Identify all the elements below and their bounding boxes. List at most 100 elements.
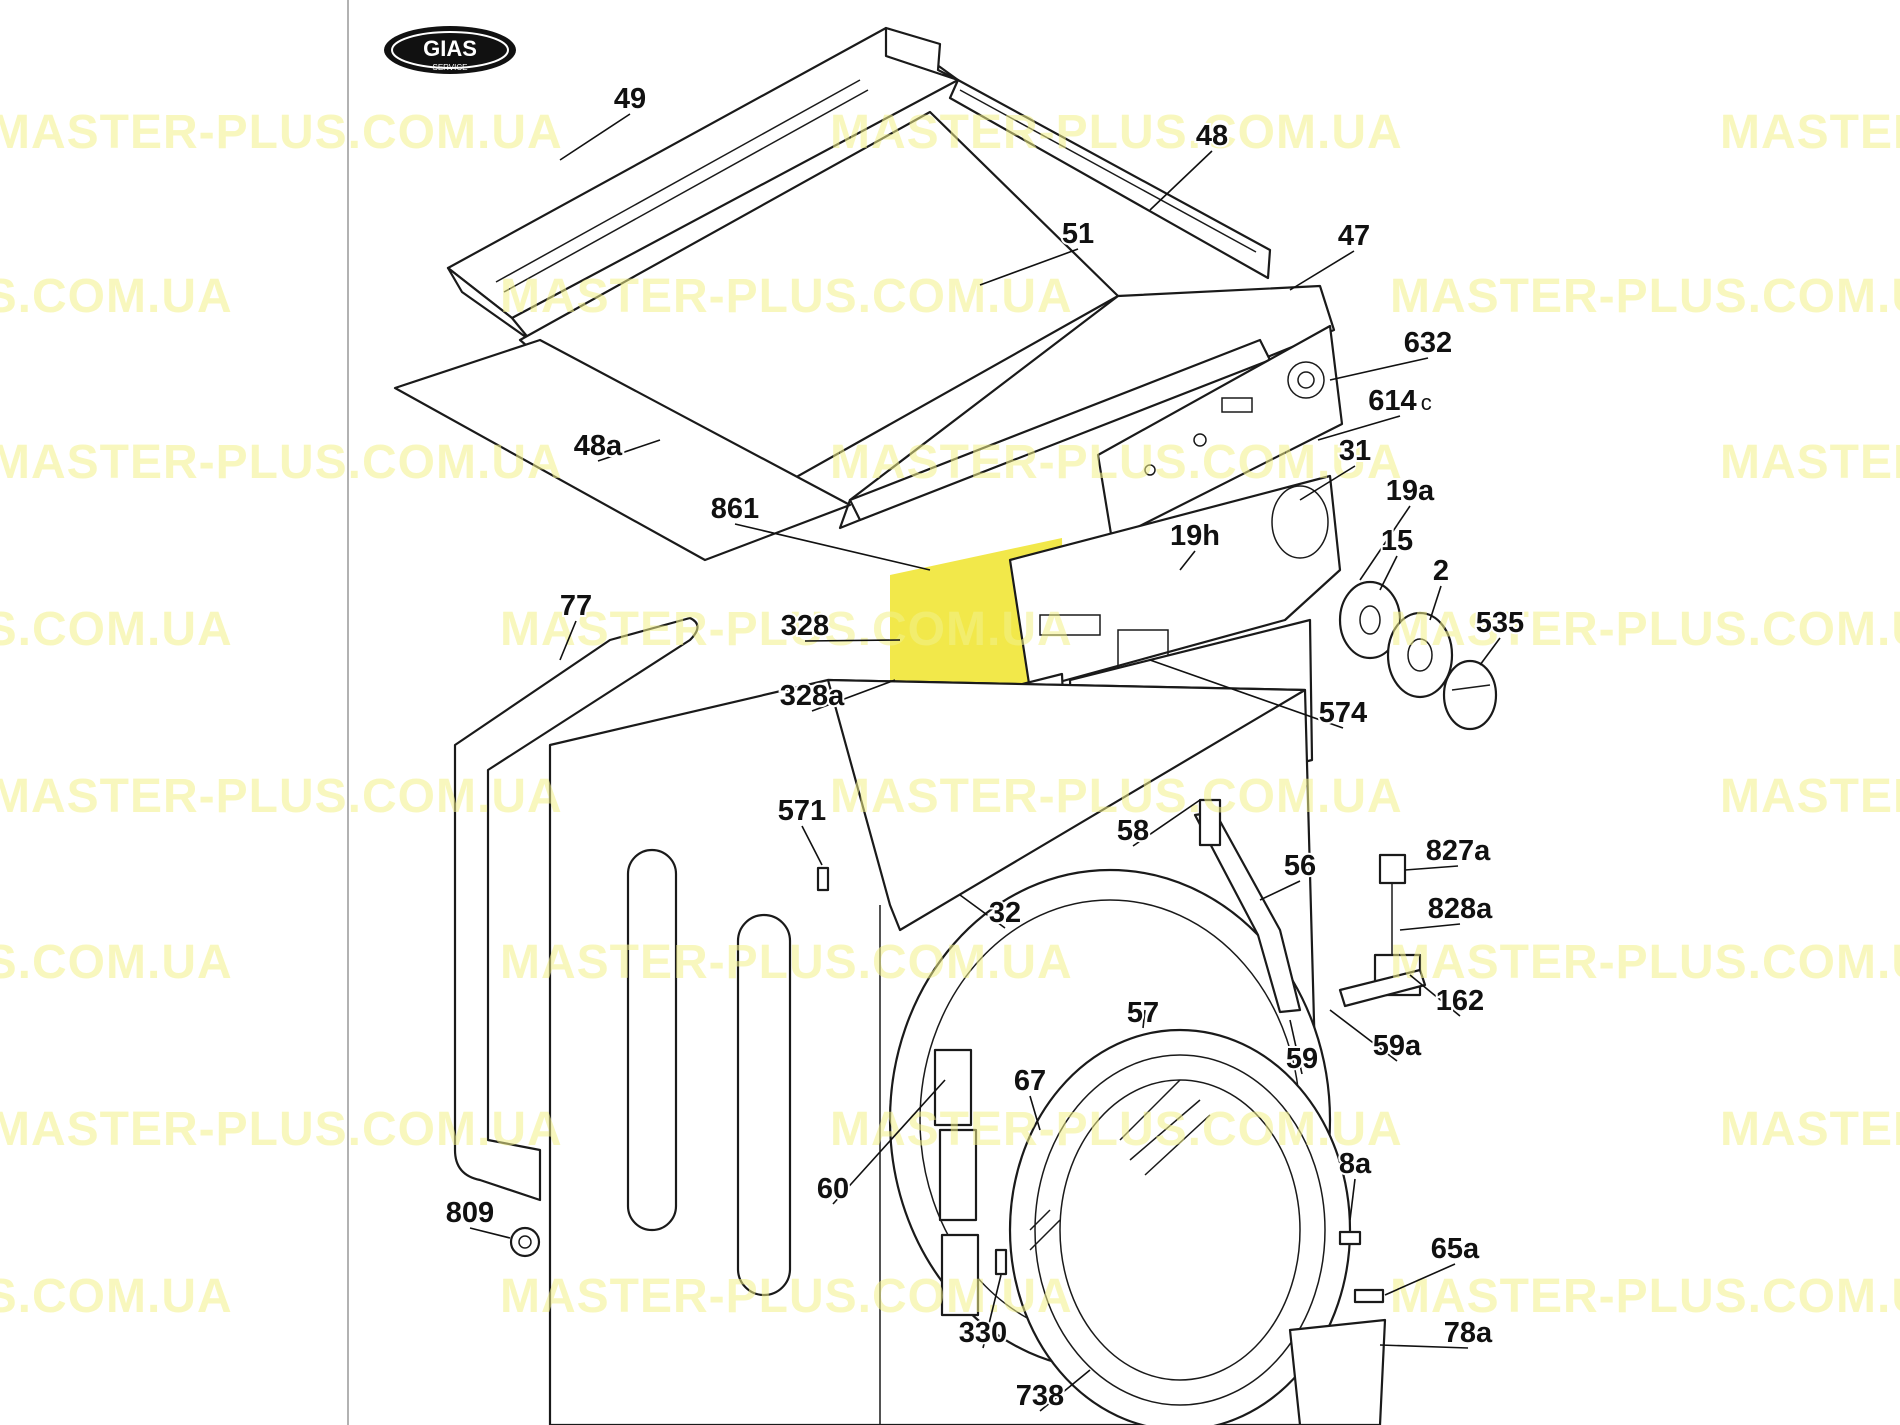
part-label-19a: 19a	[1386, 475, 1435, 507]
part-571-screw	[816, 866, 830, 892]
part-label-828a: 828a	[1428, 893, 1493, 925]
watermark-text: MASTER-PLUS.COM.UA	[1390, 270, 1900, 323]
door-lock	[1338, 853, 1427, 1008]
part-label-51: 51	[1062, 218, 1094, 250]
leader-line-15	[1379, 555, 1398, 591]
part-809-cap	[509, 1226, 541, 1258]
part-label-47: 47	[1338, 220, 1370, 252]
leader-line-162	[1409, 974, 1461, 1017]
part-label-330: 330	[959, 1317, 1007, 1349]
part-58	[1198, 798, 1222, 847]
leader-line-614	[1317, 415, 1401, 441]
watermark-text: MASTER-PLUS.COM.UA	[830, 106, 1403, 159]
part-label-632: 632	[1404, 327, 1452, 359]
part-label-2: 2	[1433, 555, 1449, 587]
gasket-77	[453, 616, 699, 1202]
leader-line-574	[1149, 659, 1344, 729]
hinges	[933, 1048, 980, 1317]
part-65a	[1353, 1288, 1385, 1304]
leader-line-51	[979, 248, 1079, 286]
part-label-827a: 827a	[1426, 835, 1491, 867]
leader-line-32	[959, 894, 1006, 929]
part-label-48a: 48a	[574, 430, 623, 462]
part-label-78a: 78a	[1444, 1317, 1493, 1349]
watermark-text: MASTER-PLUS.COM.UA	[0, 1270, 233, 1323]
leader-line-56	[1259, 880, 1301, 901]
part-label-8a: 8a	[1339, 1148, 1372, 1180]
watermark-text: MASTER-PLUS.COM.UA	[0, 436, 563, 489]
part-label-65a: 65a	[1431, 1233, 1480, 1265]
leader-line-632	[1329, 357, 1429, 381]
leader-line-330	[982, 1274, 1002, 1349]
door-assembly	[888, 868, 1352, 1425]
leader-line-2	[1429, 585, 1442, 621]
watermark-text: MASTER-PLUS.COM.UA	[0, 270, 233, 323]
watermark-text: MASTER-PLUS.COM.UA	[1390, 603, 1900, 656]
part-label-67: 67	[1014, 1065, 1046, 1097]
part-label-574: 574	[1319, 697, 1367, 729]
watermark-text: MASTER-PLUS.COM.UA	[1720, 770, 1900, 823]
leader-line-48a	[597, 439, 661, 462]
part-label-57: 57	[1127, 997, 1159, 1029]
part-label-59: 59	[1286, 1043, 1318, 1075]
part-label-59a: 59a	[1373, 1030, 1422, 1062]
leader-line-571	[801, 825, 823, 866]
watermark-text: MASTER-PLUS.COM.UA	[500, 1270, 1073, 1323]
leader-line-48	[1149, 150, 1213, 211]
watermark-text: MASTER-PLUS.COM.UA	[1720, 436, 1900, 489]
part-label-328a: 328a	[780, 680, 845, 712]
part-label-19h: 19h	[1170, 520, 1220, 552]
part-label-56: 56	[1284, 850, 1316, 882]
logo-brand-text: GIAS	[423, 36, 477, 61]
leader-line-31	[1299, 465, 1356, 501]
watermark-text: MASTER-PLUS.COM.UA	[0, 770, 563, 823]
watermark-text: MASTER-PLUS.COM.UA	[1390, 936, 1900, 989]
part-label-32: 32	[989, 897, 1021, 929]
watermark-text: MASTER-PLUS.COM.UA	[500, 936, 1073, 989]
watermark-text: MASTER-PLUS.COM.UA	[0, 603, 233, 656]
leader-line-77	[559, 620, 577, 661]
leader-line-19h	[1179, 550, 1196, 571]
part-label-535: 535	[1476, 607, 1524, 639]
leader-line-49	[559, 113, 631, 161]
watermark-text: MASTER-PLUS.COM.UA	[0, 936, 233, 989]
part-label-49: 49	[614, 83, 646, 115]
control-panel	[1008, 474, 1342, 692]
leader-line-67	[1029, 1095, 1041, 1131]
leader-line-58	[1132, 799, 1201, 847]
leader-line-535	[1479, 637, 1501, 666]
leader-line-828a	[1399, 923, 1461, 931]
watermark-text: MASTER-PLUS.COM.UA	[500, 603, 1073, 656]
part-330-screw	[994, 1248, 1008, 1276]
watermark-text: MASTER-PLUS.COM.UA	[500, 270, 1073, 323]
part-label-77: 77	[560, 590, 592, 622]
leader-line-328	[804, 639, 901, 642]
part-label-60: 60	[817, 1173, 849, 1205]
part-label-861: 861	[711, 493, 759, 525]
leader-line-57	[1142, 1009, 1146, 1029]
part-label-809: 809	[446, 1197, 494, 1229]
leader-line-809	[469, 1227, 511, 1239]
part-label-48: 48	[1196, 120, 1228, 152]
watermark-text: MASTER-PLUS.COM.UA	[1720, 1103, 1900, 1156]
knob-assembly	[1338, 580, 1498, 731]
part-8a	[1338, 1230, 1362, 1246]
leader-line-19a	[1359, 505, 1411, 581]
watermark-text: MASTER-PLUS.COM.UA	[1720, 106, 1900, 159]
watermark-text: MASTER-PLUS.COM.UA	[830, 436, 1403, 489]
leader-line-328a	[811, 679, 896, 712]
leader-line-827a	[1404, 865, 1459, 871]
part-label-328: 328	[781, 610, 829, 642]
watermark-layer: MASTER-PLUS.COM.UA MASTER-PLUS.COM.UA MAST…	[0, 106, 1900, 1323]
glass-plate-48a	[393, 338, 852, 562]
watermark-text: MASTER-PLUS.COM.UA	[830, 770, 1403, 823]
logo-sub-text: SERVICE	[433, 63, 468, 72]
top-frame	[446, 26, 1336, 530]
leader-line-738	[1039, 1369, 1091, 1412]
leader-line-8a	[1349, 1178, 1356, 1221]
watermark-text: MASTER-PLUS.COM.UA	[830, 1103, 1403, 1156]
leader-line-65a	[1384, 1263, 1456, 1296]
